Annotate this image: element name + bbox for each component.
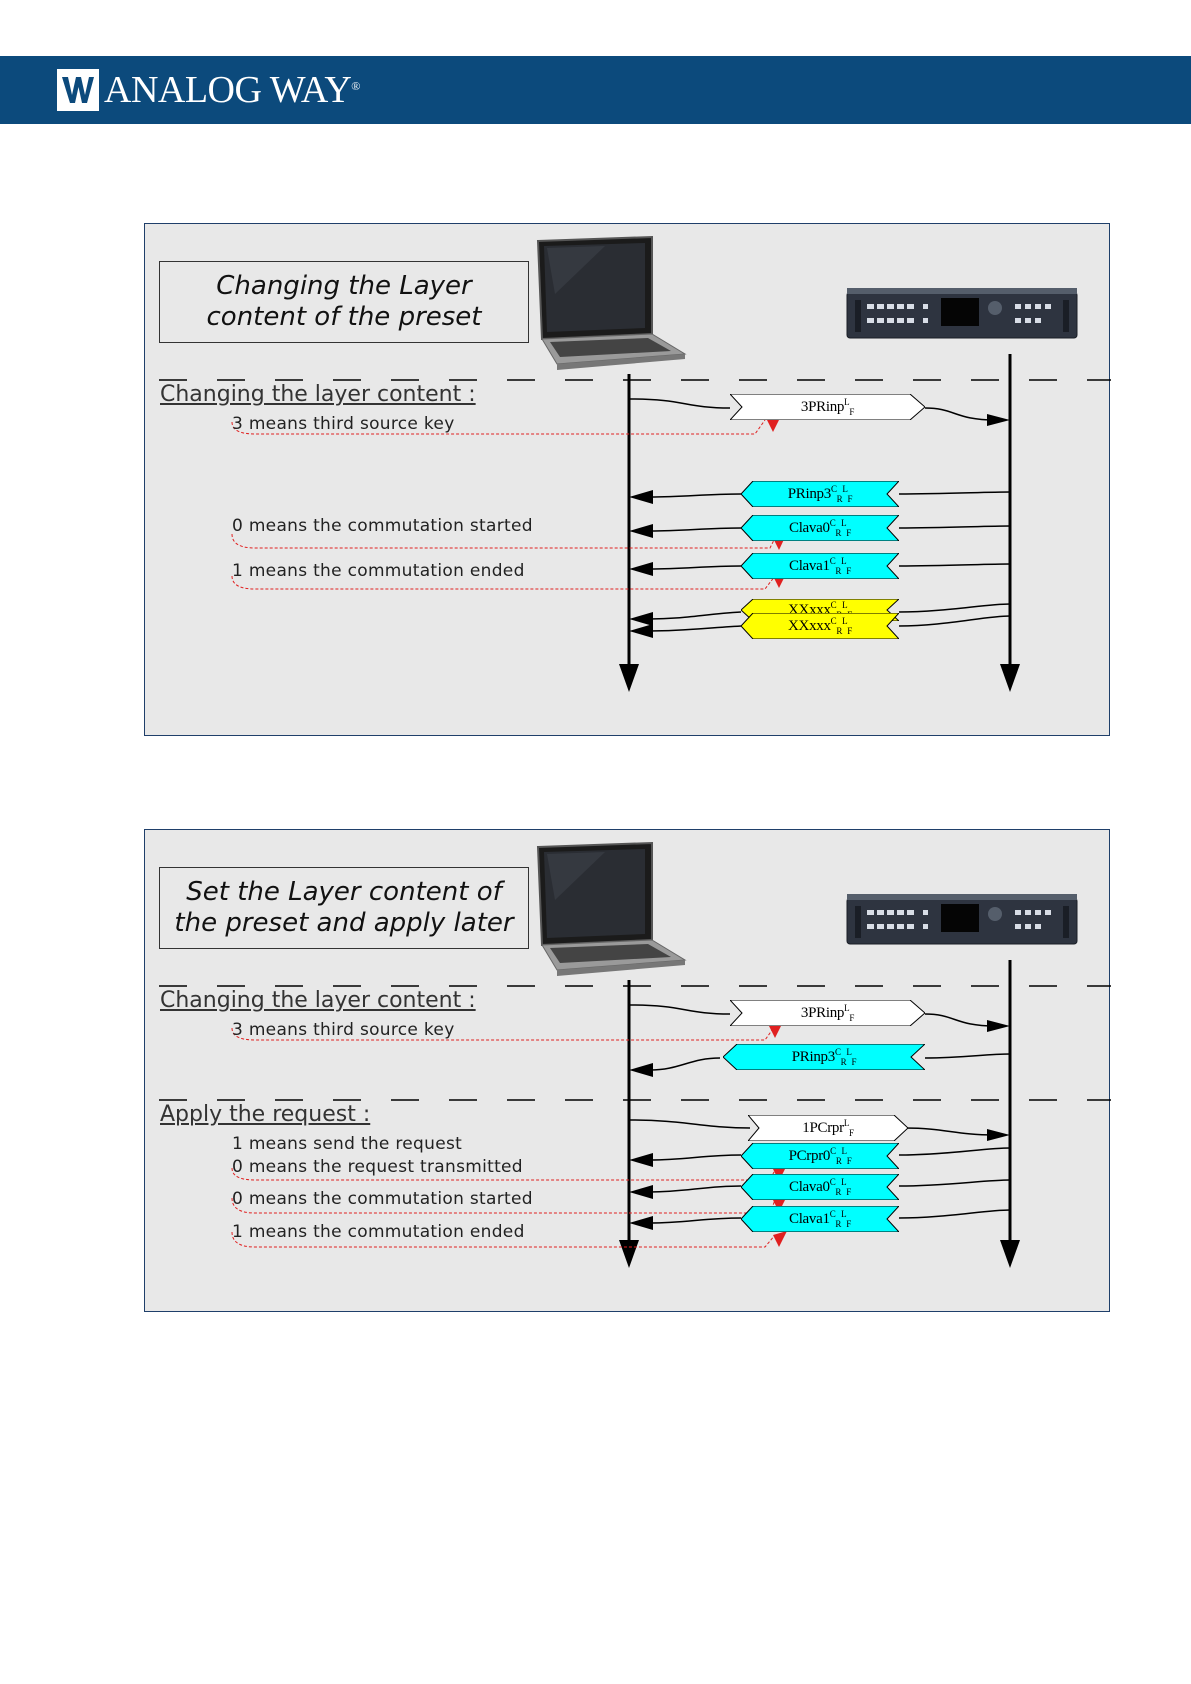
message-response: XXxxxCRLF (741, 613, 899, 639)
diagram1-section-label: Changing the layer content : (160, 382, 480, 407)
diagram1-note: 0 means the commutation started (232, 516, 533, 536)
diagram2-title-line1: Set the Layer content of (186, 877, 502, 907)
brand-name: ANALOG WAY® (104, 69, 360, 111)
header-bar: ANALOG WAY® (0, 56, 1191, 124)
diagram1-title-line1: Changing the Layer (216, 271, 472, 301)
diagram2-title: Set the Layer content of the preset and … (159, 867, 529, 949)
sequence-diagram-set-and-apply-later: Set the Layer content of the preset and … (144, 829, 1111, 1312)
device-icon (846, 288, 1078, 339)
laptop-icon (536, 235, 687, 370)
message-response: Clava1CRLF (741, 553, 899, 579)
sequence-diagram-changing-layer-content: Changing the Layer content of the preset… (144, 223, 1111, 736)
device-lifeline-arrow (1000, 1240, 1020, 1268)
diagram2-section1-label: Changing the layer content : (160, 988, 480, 1013)
laptop-icon (536, 841, 687, 976)
device-icon (846, 894, 1078, 945)
message-response: PCrpr0CRLF (741, 1143, 899, 1169)
message-response: PRinp3CRLF (723, 1044, 925, 1070)
diagram2-section2-label: Apply the request : (160, 1102, 375, 1127)
message-request: 1PCrprLF (748, 1115, 908, 1141)
message-request: 3PRinpLF (730, 1000, 925, 1026)
message-response: Clava1CRLF (741, 1206, 899, 1232)
diagram1-note: 1 means the commutation ended (232, 561, 525, 581)
message-request: 3PRinpLF (730, 394, 925, 420)
diagram2-note: 1 means send the request (232, 1134, 463, 1154)
message-response: Clava0CRLF (741, 1174, 899, 1200)
diagram1-title-line2: content of the preset (206, 302, 482, 332)
diagram2-note: 0 means the request transmitted (232, 1157, 523, 1177)
analog-way-logo-icon (57, 69, 99, 111)
computer-lifeline-arrow (619, 1240, 639, 1268)
diagram1-title: Changing the Layer content of the preset (159, 261, 529, 343)
diagram2-lines (159, 841, 1111, 1268)
diagram2-title-line2: the preset and apply later (174, 908, 514, 938)
diagram2-note: 1 means the commutation ended (232, 1222, 525, 1242)
message-response: Clava0CRLF (741, 515, 899, 541)
message-response: PRinp3CRLF (741, 481, 899, 507)
diagram1-lines (159, 235, 1111, 692)
diagram2-note: 0 means the commutation started (232, 1189, 533, 1209)
diagram1-note: 3 means third source key (232, 414, 455, 434)
computer-lifeline-arrow (619, 664, 639, 692)
device-lifeline-arrow (1000, 664, 1020, 692)
diagram2-note: 3 means third source key (232, 1020, 455, 1040)
